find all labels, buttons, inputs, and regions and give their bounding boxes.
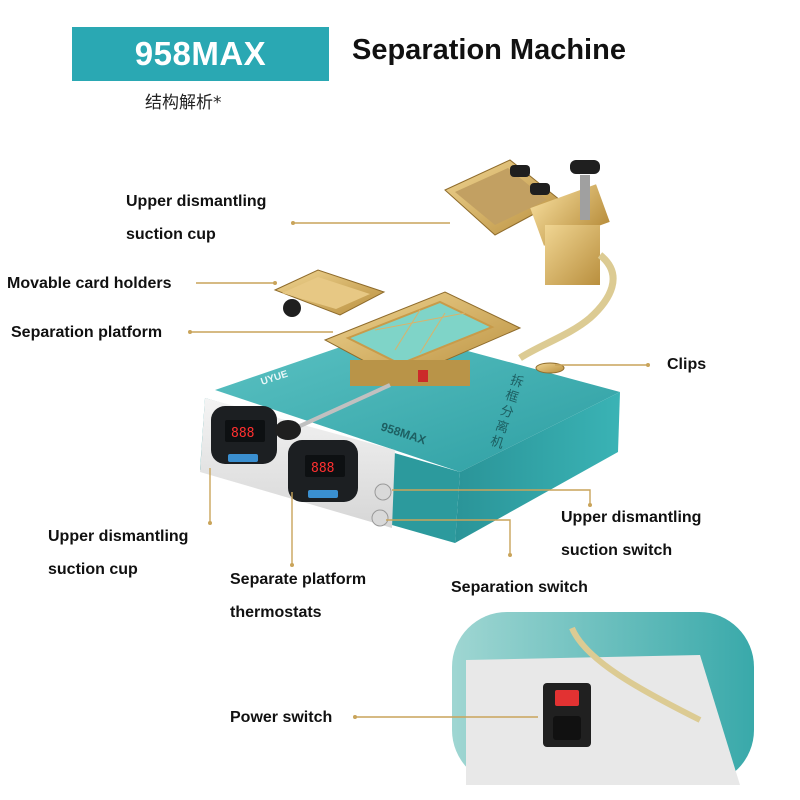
svg-text:888: 888 <box>311 461 334 476</box>
page-title: Separation Machine <box>352 34 626 66</box>
thermostat-right: 888 <box>288 440 358 502</box>
label-line: Upper dismantling <box>561 509 702 526</box>
model-badge: 958MAX <box>72 27 329 81</box>
movable-card-holder <box>273 269 386 317</box>
label-upper-suction-cup-bottom: Upper dismantling suction cup <box>48 520 188 586</box>
label-line: suction cup <box>126 226 216 243</box>
label-line: Upper dismantling <box>126 193 267 210</box>
label-line: Separate platform <box>230 571 367 588</box>
label-upper-suction-cup-top: Upper dismantling suction cup <box>126 185 266 251</box>
upper-suction-arm <box>444 159 617 361</box>
label-separation-platform: Separation platform <box>11 324 163 341</box>
label-separation-switch: Separation switch <box>451 579 588 596</box>
label-upper-suction-switch: Upper dismantling suction switch <box>561 501 701 567</box>
label-line: suction switch <box>561 542 673 559</box>
separation-switch-button[interactable] <box>371 509 389 527</box>
power-rocker[interactable] <box>555 690 579 706</box>
svg-text:888: 888 <box>231 426 254 441</box>
label-line: suction cup <box>48 561 138 578</box>
thermostat-left: 888 <box>211 406 277 464</box>
label-movable-card-holders: Movable card holders <box>7 275 172 292</box>
separation-platform <box>323 291 522 386</box>
callout-lines <box>188 221 650 719</box>
page-subtitle: 结构解析* <box>145 93 222 113</box>
upper-suction-switch-button[interactable] <box>374 483 392 501</box>
label-line: Upper dismantling <box>48 528 189 545</box>
label-power-switch: Power switch <box>230 709 333 726</box>
power-switch-inset <box>452 612 754 785</box>
label-thermostats: Separate platform thermostats <box>230 563 366 629</box>
label-clips: Clips <box>667 356 707 373</box>
label-line: thermostats <box>230 604 322 621</box>
